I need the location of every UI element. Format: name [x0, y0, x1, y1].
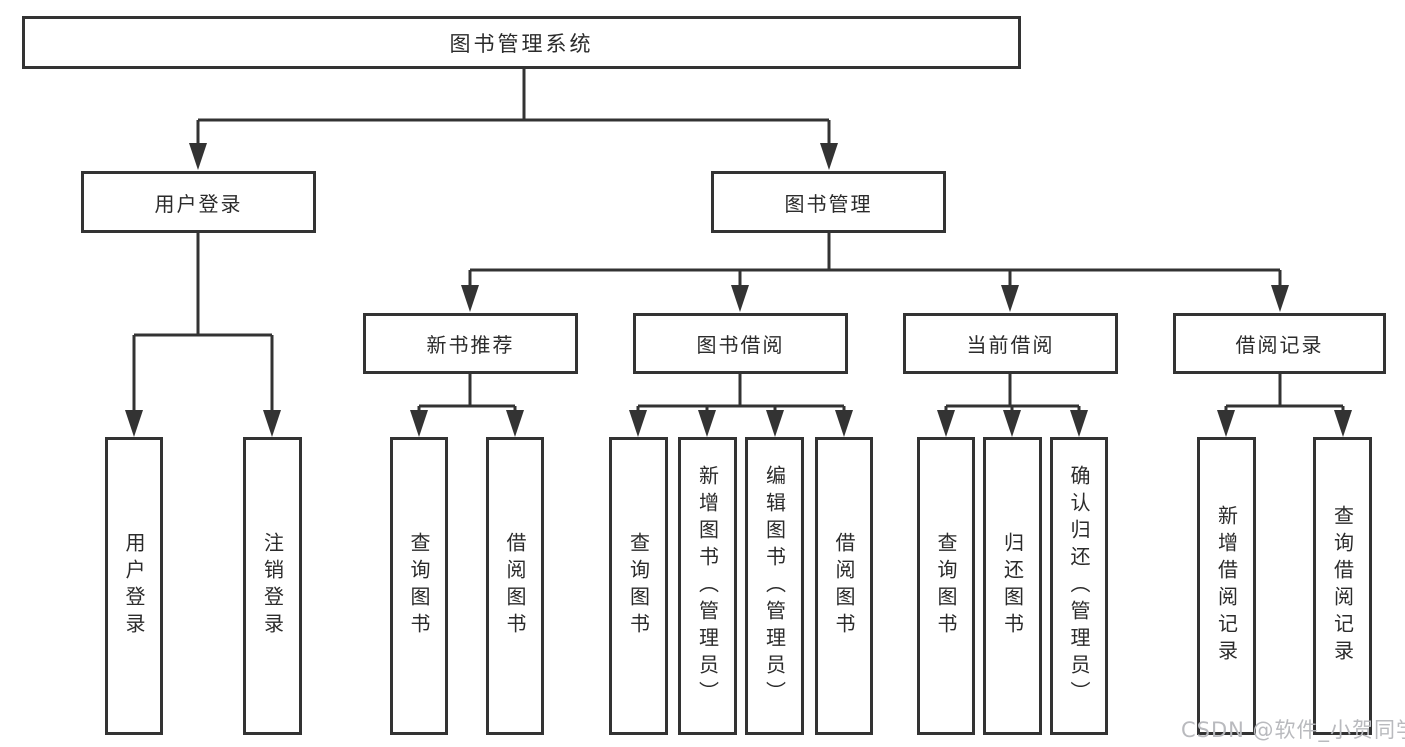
leaf-records-query-label: 查询借阅记录: [1330, 505, 1355, 667]
node-new-book-recommend-label: 新书推荐: [426, 333, 515, 357]
leaf-user-login: 用户登录: [105, 437, 163, 735]
leaf-current-query-label: 查询图书: [934, 532, 958, 640]
node-user-login-label: 用户登录: [154, 191, 243, 216]
leaf-borrow-edit-admin-label: 编辑图书（管理员）: [762, 464, 787, 708]
leaf-newbooks-borrow: 借阅图书: [486, 437, 544, 735]
leaf-current-confirm-admin-label: 确认归还（管理员）: [1067, 464, 1091, 708]
node-book-borrow: 图书借阅: [633, 313, 848, 374]
leaf-borrow-add-admin-label: 新增图书（管理员）: [695, 464, 720, 708]
leaf-borrow-book-label: 借阅图书: [832, 532, 856, 640]
leaf-borrow-query-label: 查询图书: [626, 532, 651, 640]
node-book-borrow-label: 图书借阅: [696, 333, 785, 357]
node-user-login: 用户登录: [81, 171, 316, 233]
leaf-borrow-add-admin: 新增图书（管理员）: [678, 437, 737, 735]
leaf-current-return-label: 归还图书: [1000, 532, 1025, 640]
leaf-borrow-book: 借阅图书: [815, 437, 873, 735]
node-current-borrow: 当前借阅: [903, 313, 1118, 374]
leaf-logout: 注销登录: [243, 437, 302, 735]
leaf-borrow-query: 查询图书: [609, 437, 668, 735]
leaf-current-confirm-admin: 确认归还（管理员）: [1050, 437, 1108, 735]
node-root-label: 图书管理系统: [449, 31, 594, 56]
leaf-current-return: 归还图书: [983, 437, 1042, 735]
node-borrow-records: 借阅记录: [1173, 313, 1386, 374]
node-new-book-recommend: 新书推荐: [363, 313, 578, 374]
leaf-records-add: 新增借阅记录: [1197, 437, 1256, 735]
node-current-borrow-label: 当前借阅: [966, 333, 1055, 357]
leaf-newbooks-query-label: 查询图书: [407, 532, 431, 640]
leaf-borrow-edit-admin: 编辑图书（管理员）: [745, 437, 804, 735]
node-borrow-records-label: 借阅记录: [1235, 333, 1324, 357]
leaf-newbooks-borrow-label: 借阅图书: [503, 532, 527, 640]
node-book-management: 图书管理: [711, 171, 946, 233]
arrowhead-icons: [125, 143, 1352, 437]
node-root-system: 图书管理系统: [22, 16, 1021, 69]
leaf-newbooks-query: 查询图书: [390, 437, 448, 735]
node-book-management-label: 图书管理: [784, 191, 873, 216]
leaf-records-query: 查询借阅记录: [1313, 437, 1372, 735]
leaf-records-add-label: 新增借阅记录: [1214, 505, 1239, 667]
leaf-logout-label: 注销登录: [260, 532, 285, 640]
leaf-user-login-label: 用户登录: [122, 532, 146, 640]
leaf-current-query: 查询图书: [917, 437, 975, 735]
watermark: CSDN @软件_小贺同学: [1181, 718, 1405, 742]
